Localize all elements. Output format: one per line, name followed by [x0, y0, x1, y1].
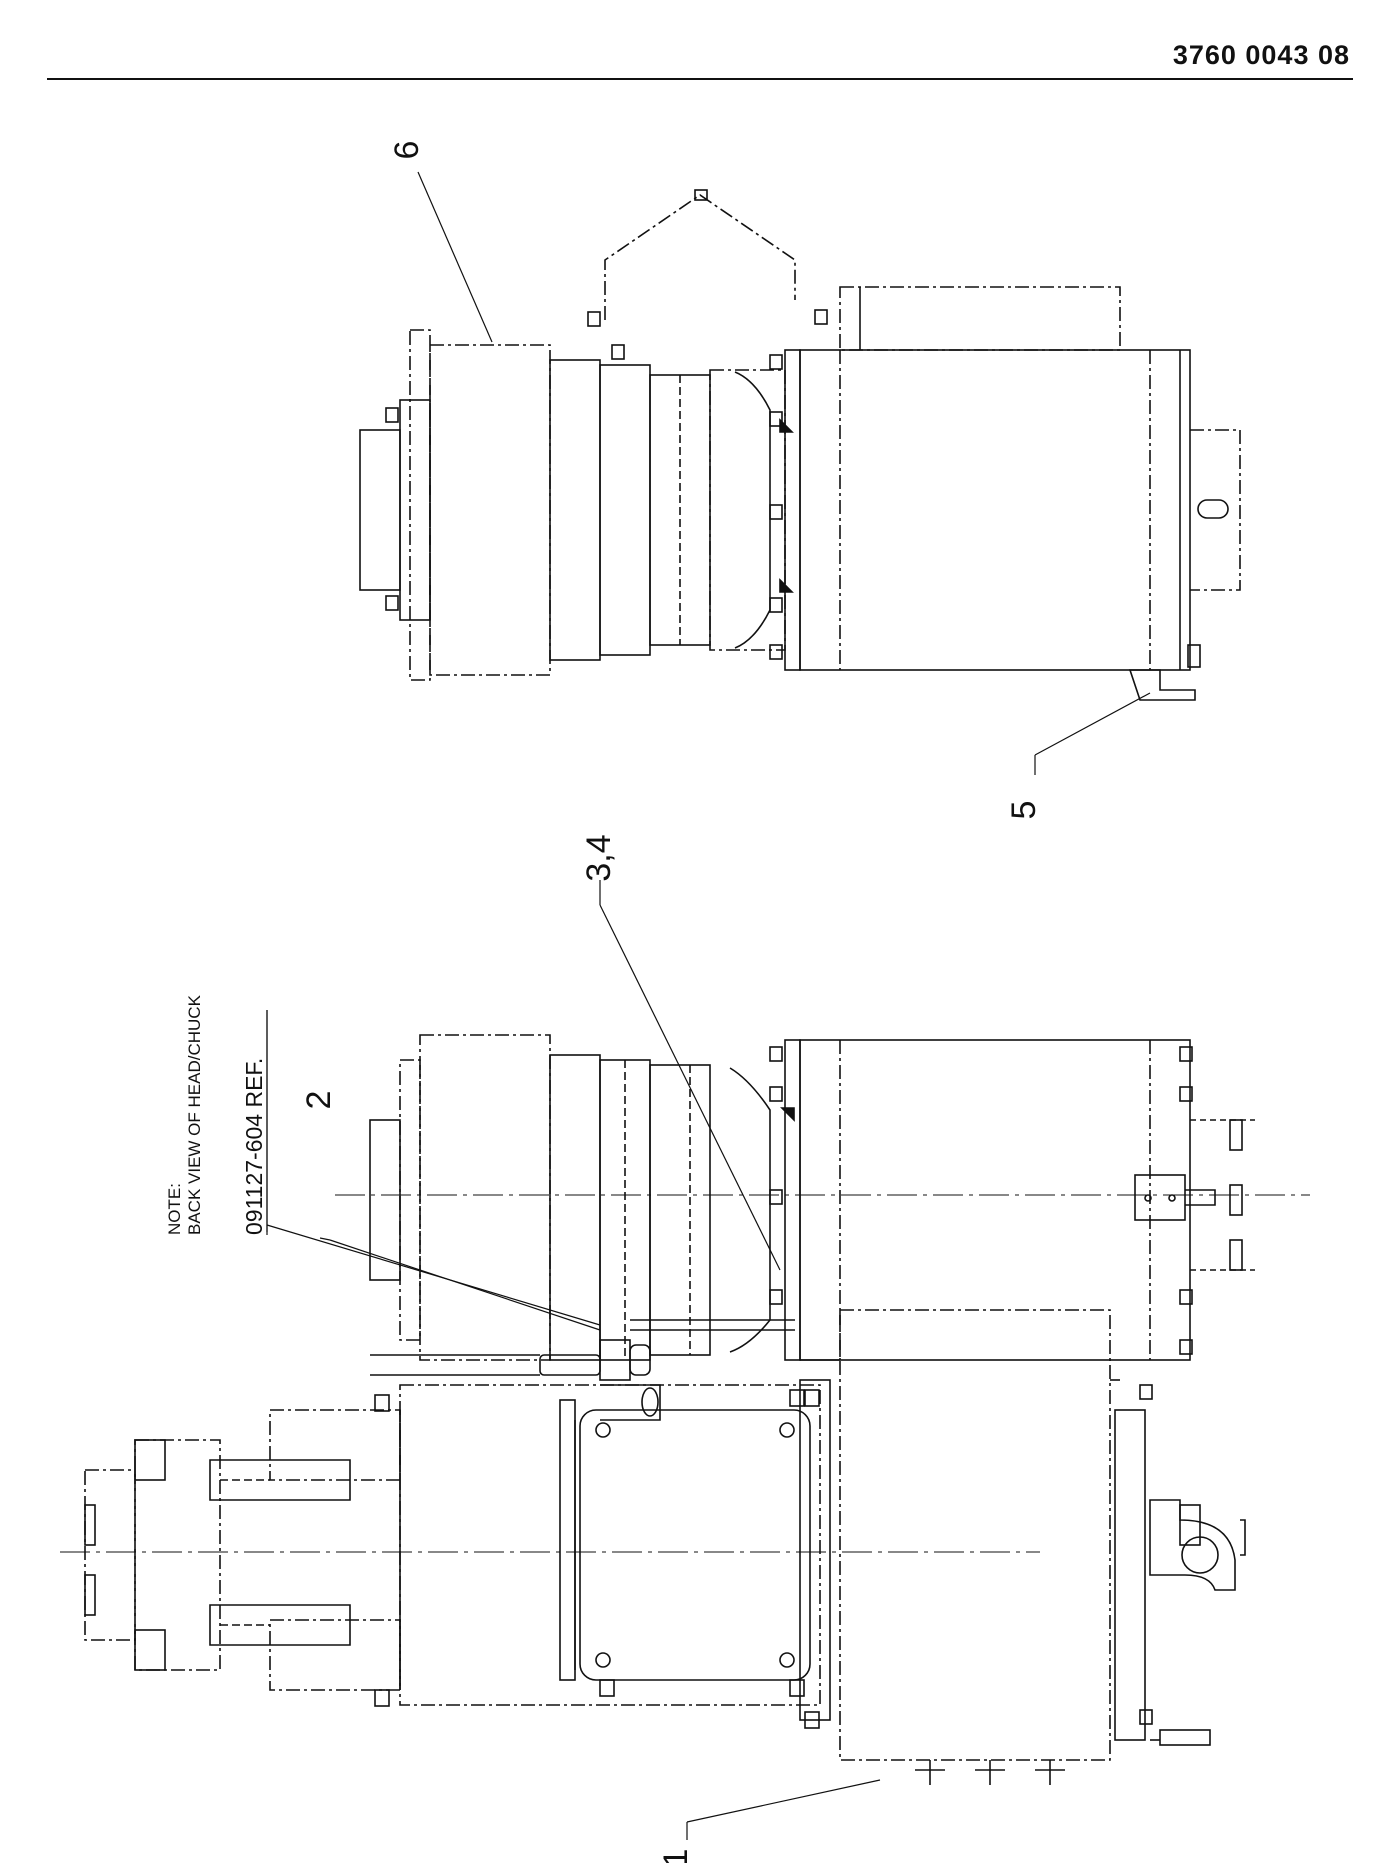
lower-flange-bolts — [769, 1046, 1193, 1355]
lower-assembly-view — [60, 880, 1310, 1840]
note-text: BACK VIEW OF HEAD/CHUCK — [185, 994, 204, 1235]
flange-bolts — [769, 354, 783, 660]
note-reference: 091127-604 REF. — [241, 1058, 267, 1235]
callout-5: 5 — [1005, 801, 1043, 820]
upper-assembly-view — [359, 171, 1241, 775]
note-label: NOTE: — [165, 1183, 184, 1235]
callout-3-4: 3,4 — [580, 834, 618, 881]
callout-6: 6 — [388, 141, 426, 160]
header-rule — [47, 78, 1353, 80]
document-number: 3760 0043 08 — [1172, 40, 1350, 70]
callout-1: 1 — [657, 1849, 695, 1863]
callout-2: 2 — [300, 1091, 338, 1110]
